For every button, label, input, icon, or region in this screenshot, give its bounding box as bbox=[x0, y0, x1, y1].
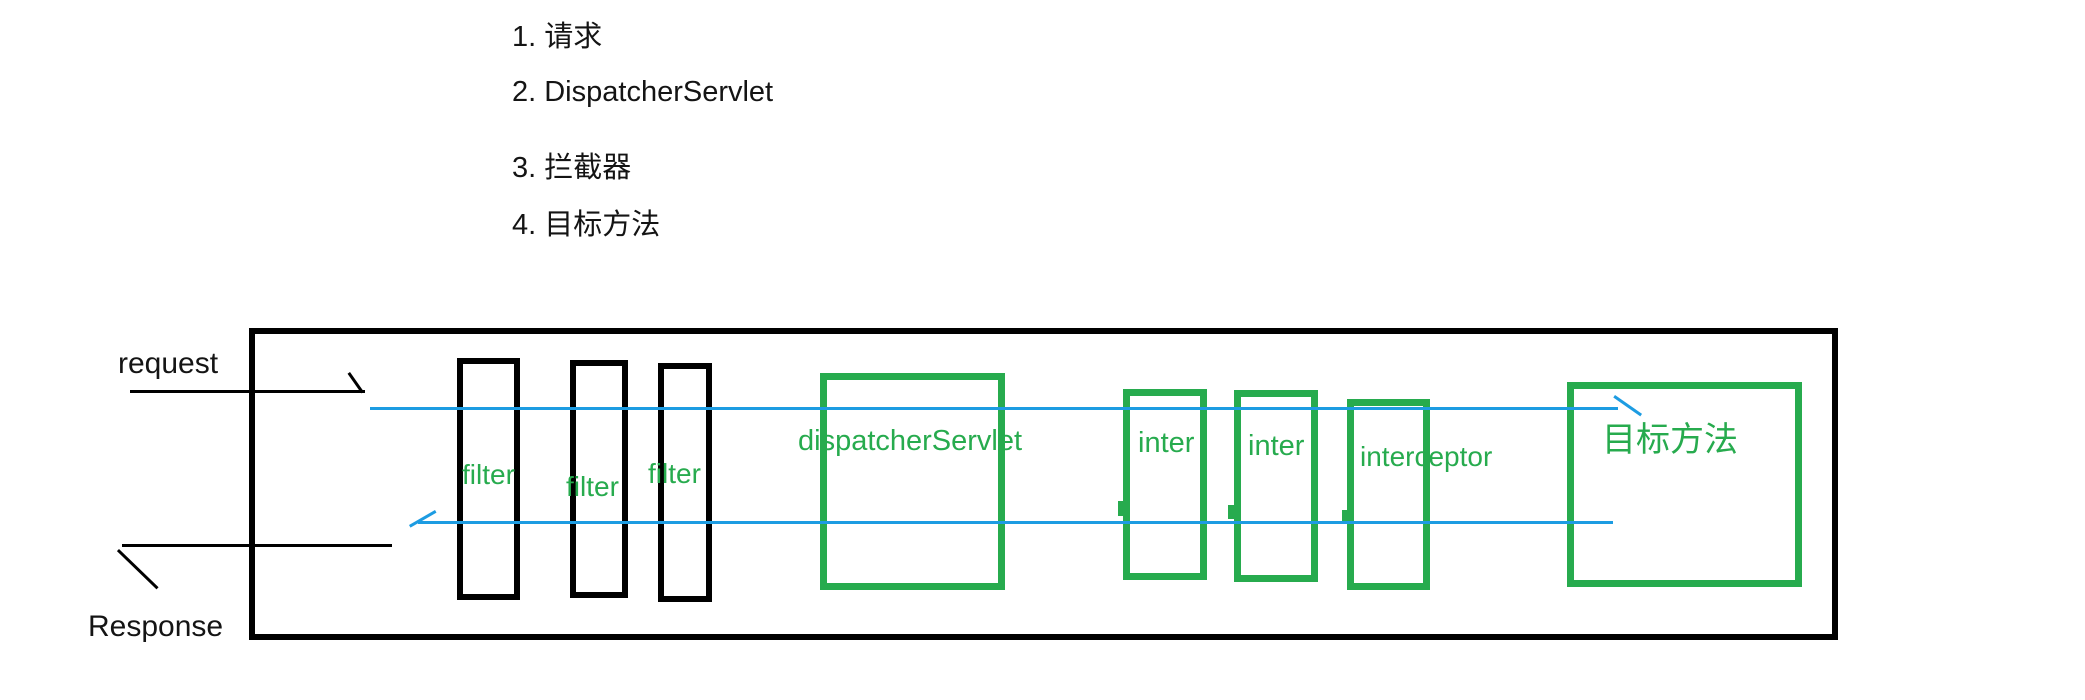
note-item-4: 4. 目标方法 bbox=[512, 209, 661, 241]
note-item-1: 1. 请求 bbox=[512, 21, 603, 53]
interceptor-label-2: inter bbox=[1248, 430, 1305, 462]
filter-box-2 bbox=[570, 360, 628, 598]
target-method-box bbox=[1567, 382, 1802, 587]
interceptor-label-1: inter bbox=[1138, 427, 1195, 459]
dispatcher-servlet-label: dispatcherServlet bbox=[798, 425, 1023, 457]
dispatcher-servlet-box bbox=[820, 373, 1005, 590]
filter-box-1 bbox=[457, 358, 520, 600]
interceptor-box-3 bbox=[1347, 399, 1430, 590]
interceptor-notch-1 bbox=[1118, 501, 1127, 516]
return-flow-line bbox=[418, 521, 1613, 524]
response-arrow-line bbox=[122, 544, 392, 547]
filter-box-3 bbox=[658, 363, 712, 602]
note-item-2: 2. DispatcherServlet bbox=[512, 76, 774, 108]
forward-flow-line bbox=[370, 407, 1618, 410]
interceptor-label-3: interceptor bbox=[1360, 441, 1493, 472]
filter-label-1: filter bbox=[462, 459, 515, 490]
target-method-label: 目标方法 bbox=[1602, 421, 1738, 459]
request-arrow-line bbox=[130, 390, 365, 393]
note-item-3: 3. 拦截器 bbox=[512, 152, 632, 184]
interceptor-notch-2 bbox=[1228, 505, 1237, 519]
pipeline-container-box bbox=[249, 328, 1838, 640]
filter-label-3: filter bbox=[648, 458, 701, 489]
filter-label-2: filter bbox=[566, 471, 619, 502]
request-label: request bbox=[118, 347, 219, 380]
response-label: Response bbox=[88, 610, 224, 643]
interceptor-notch-3 bbox=[1342, 510, 1351, 523]
response-arrowhead-icon bbox=[116, 549, 159, 590]
interceptor-box-1 bbox=[1123, 389, 1207, 580]
interceptor-box-2 bbox=[1234, 390, 1318, 582]
